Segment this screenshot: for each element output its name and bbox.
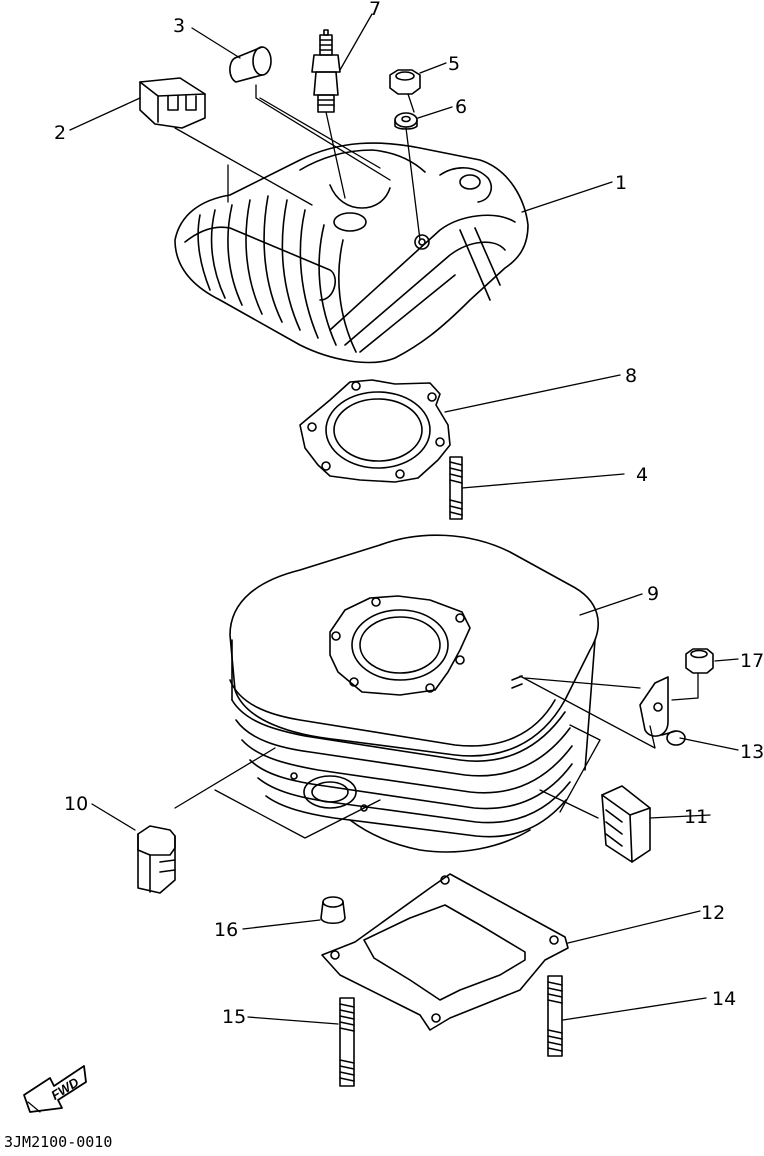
part-code: 3JM2100-0010: [4, 1133, 112, 1151]
nut-part-17: [685, 648, 714, 674]
callout-9: 9: [647, 583, 659, 605]
spark-plug-part-7: [311, 29, 341, 113]
callout-4: 4: [636, 464, 648, 486]
callout-8: 8: [625, 365, 637, 387]
base-gasket: [321, 873, 569, 1031]
cylinder-barrel: [229, 534, 599, 853]
callout-10: 10: [64, 793, 88, 815]
forward-arrow-icon: [23, 1065, 87, 1113]
callout-5: 5: [448, 53, 460, 75]
damper-part-2: [139, 77, 206, 129]
stud-part-4: [449, 456, 463, 520]
callout-6: 6: [455, 96, 467, 118]
damper-part-10: [137, 825, 176, 894]
washer-part-6: [394, 112, 418, 130]
callout-1: 1: [615, 172, 627, 194]
cylinder-head: [174, 142, 529, 364]
callout-13: 13: [740, 741, 764, 763]
callout-17: 17: [740, 650, 764, 672]
head-gasket: [299, 379, 451, 483]
callout-16: 16: [214, 919, 238, 941]
callout-15: 15: [222, 1006, 246, 1028]
stud-part-15: [339, 997, 355, 1087]
callout-12: 12: [701, 902, 725, 924]
bracket-part-13: [639, 676, 686, 746]
callout-7: 7: [369, 0, 381, 20]
callout-3: 3: [173, 15, 185, 37]
damper-part-11: [601, 785, 651, 863]
callout-14: 14: [712, 988, 736, 1010]
cap-part-3: [229, 46, 272, 83]
stud-part-14: [547, 975, 563, 1057]
nut-part-5: [389, 69, 421, 95]
callout-2: 2: [54, 122, 66, 144]
callout-11: 11: [684, 806, 708, 828]
leader-lines: [69, 13, 739, 1025]
plug-part-16: [320, 896, 346, 925]
